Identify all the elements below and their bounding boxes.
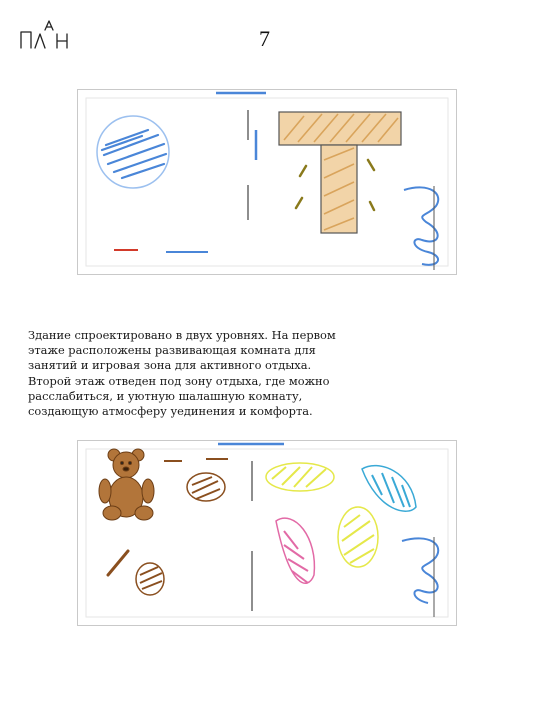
stair-icon bbox=[401, 537, 439, 617]
floor-plan-first bbox=[77, 89, 457, 275]
plan-logo bbox=[18, 18, 78, 52]
page-number: 7 bbox=[259, 26, 270, 51]
description-line: Второй этаж отведен под зону отдыха, где… bbox=[28, 373, 330, 388]
description-line: Здание спроектировано в двух уровнях. На… bbox=[28, 328, 336, 342]
round-rug bbox=[96, 115, 170, 189]
floor-plan-second bbox=[77, 440, 457, 626]
cushion-pink bbox=[275, 517, 316, 584]
cushion-light-yellow bbox=[337, 506, 379, 568]
stair-icon bbox=[403, 186, 440, 270]
description-line: расслабиться, и уютную шалашную комнату, bbox=[28, 388, 303, 403]
description-paragraph: Здание спроектировано в двух уровнях. На… bbox=[28, 328, 358, 419]
description-line: занятий и игровая зона для активного отд… bbox=[28, 358, 312, 373]
t-shaped-table bbox=[278, 111, 402, 234]
description-line: этаже расположены развивающая комната дл… bbox=[28, 343, 316, 358]
teddy-bear-icon bbox=[98, 448, 155, 521]
cushion-cyan bbox=[361, 464, 417, 512]
cushion-yellow bbox=[265, 462, 335, 492]
description-line: создающую атмосферу уединения и комфорта… bbox=[28, 404, 313, 419]
